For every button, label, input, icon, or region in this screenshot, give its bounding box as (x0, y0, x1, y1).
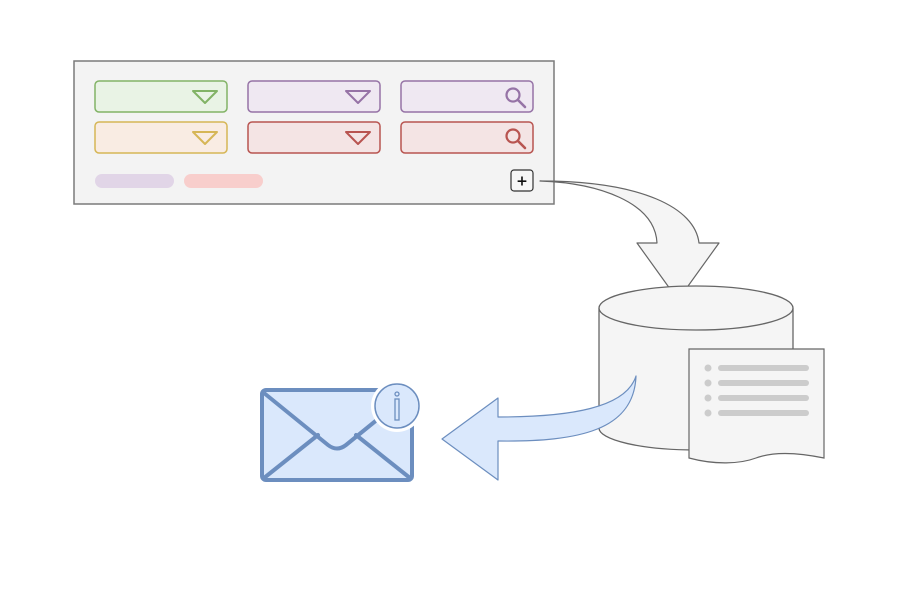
report-line (704, 409, 809, 417)
report-line (704, 364, 809, 372)
curved-arrow-to-database (539, 180, 720, 301)
filter-chip-purple[interactable] (95, 174, 174, 188)
report-page (688, 348, 825, 464)
dropdown-green[interactable] (94, 80, 228, 113)
add-filter-button[interactable]: + (510, 169, 534, 192)
magnifier-icon (505, 128, 527, 150)
triangle-down-icon (345, 90, 371, 104)
filter-chip-red[interactable] (184, 174, 263, 188)
triangle-down-icon (192, 90, 218, 104)
dropdown-purple[interactable] (247, 80, 381, 113)
dropdown-yellow[interactable] (94, 121, 228, 154)
report-line (704, 394, 809, 402)
add-button-label: + (516, 174, 528, 190)
search-field-red[interactable] (400, 121, 534, 154)
curved-arrow-to-email (441, 375, 637, 481)
triangle-down-icon (345, 131, 371, 145)
report-line (704, 379, 809, 387)
document-list-icon (688, 348, 825, 464)
magnifier-icon (505, 87, 527, 109)
info-icon (371, 380, 423, 432)
dropdown-red[interactable] (247, 121, 381, 154)
filter-panel: + (73, 60, 555, 205)
search-field-purple[interactable] (400, 80, 534, 113)
triangle-down-icon (192, 131, 218, 145)
